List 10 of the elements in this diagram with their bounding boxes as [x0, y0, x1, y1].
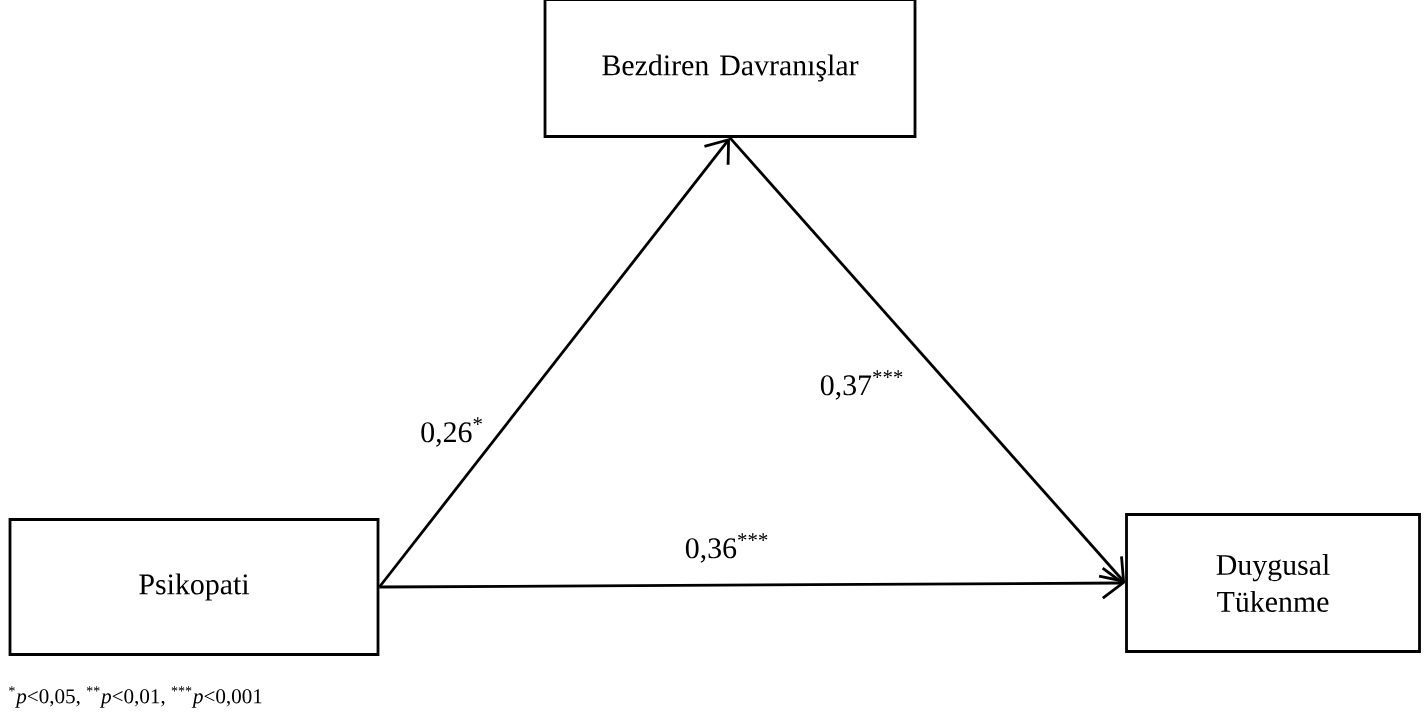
arrow [378, 137, 730, 588]
edge-label: 0,36$^{***}$ [683, 531, 772, 565]
edge-label: 0,37$^{***}$ [818, 368, 907, 402]
edge-label: 0,26$^{*}$ [418, 415, 486, 449]
box: Duygusal Tükenme [1125, 513, 1421, 653]
arrow [728, 136, 1126, 583]
arrow [379, 567, 1126, 600]
box: Psikopati [8, 518, 380, 656]
box: Bezdiren Davranışlar [543, 0, 917, 138]
footnote: $^{*}$p<0,05, $^{**}$p<0,01, $^{***}$p<0,001 [9, 686, 262, 708]
